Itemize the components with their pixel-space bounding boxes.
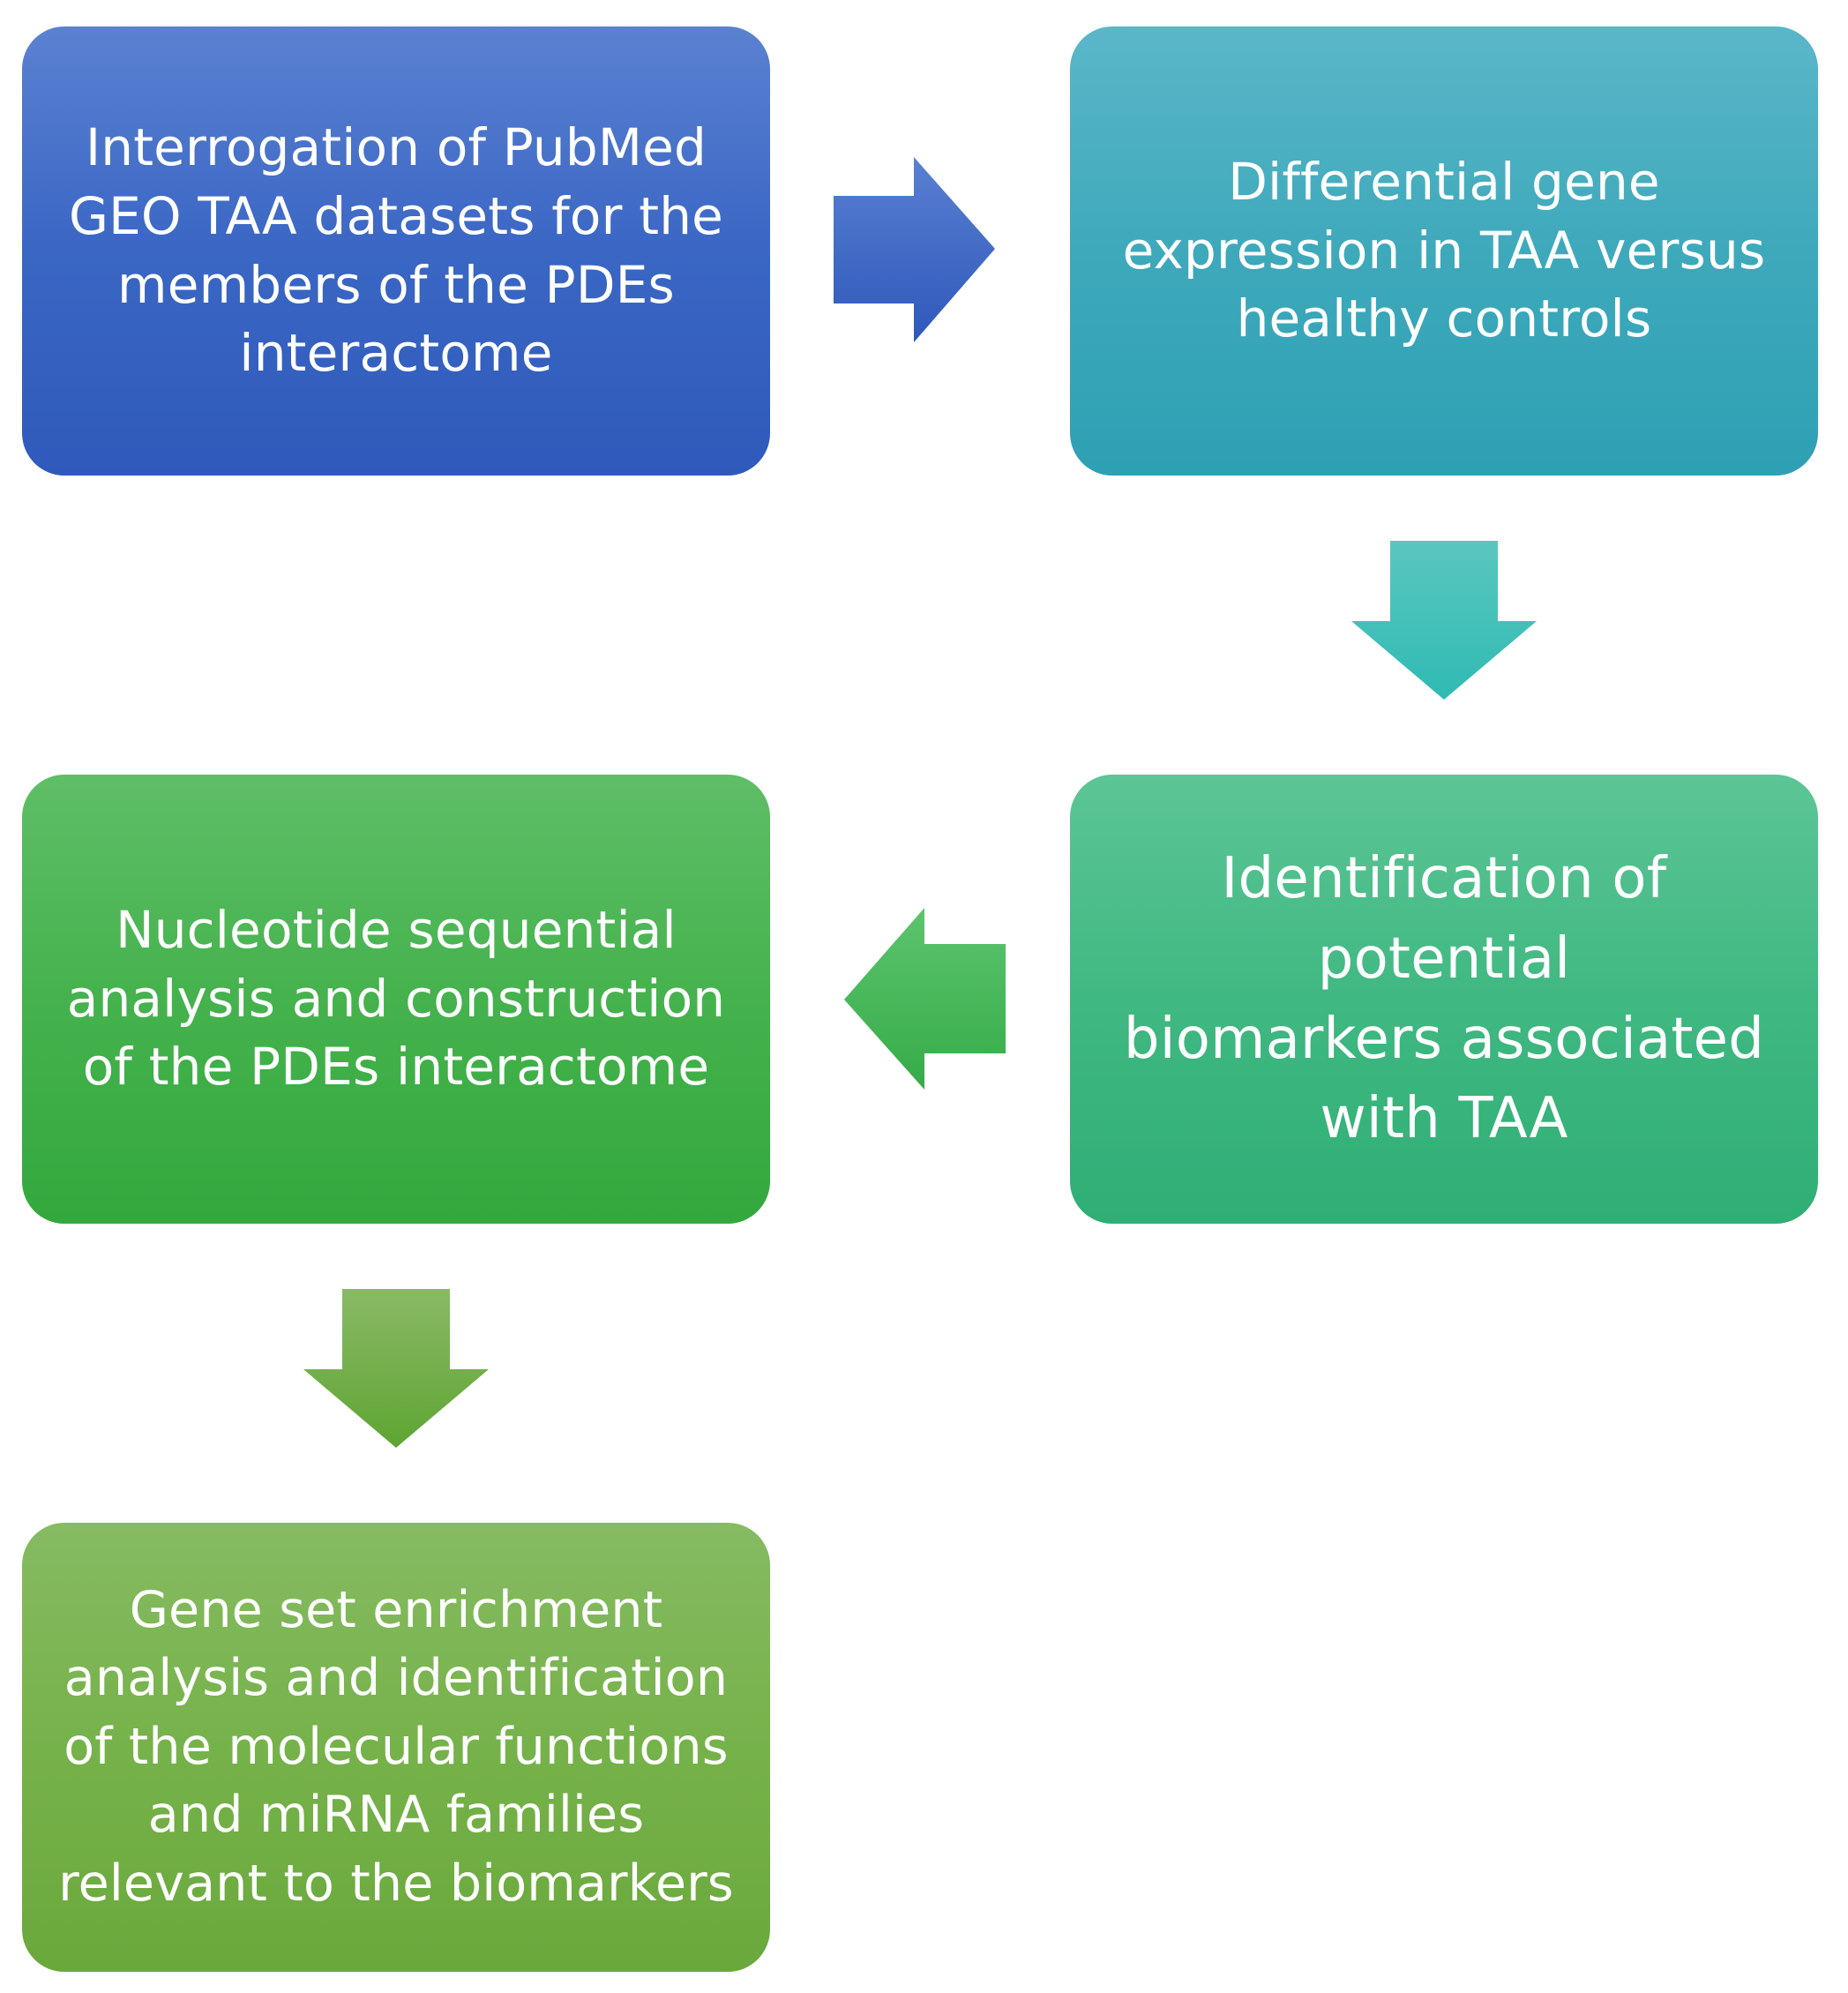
arrow-down-icon [1351, 541, 1537, 700]
step-1-box: Interrogation of PubMed GEO TAA datasets… [22, 26, 770, 476]
arrow-right-icon [834, 157, 995, 342]
step-2-box: Differential gene expression in TAA vers… [1070, 26, 1818, 476]
step-5-box: Gene set enrichment analysis and identif… [22, 1523, 770, 1972]
step-2-label: Differential gene expression in TAA vers… [1122, 151, 1766, 349]
step-3-label: Identification of potential biomarkers a… [1123, 845, 1765, 1152]
arrow-left-icon [844, 908, 1006, 1090]
step-4-box: Nucleotide sequential analysis and const… [22, 775, 770, 1224]
arrow-down-icon [303, 1289, 489, 1448]
step-4-label: Nucleotide sequential analysis and const… [66, 899, 726, 1098]
step-5-label: Gene set enrichment analysis and identif… [58, 1580, 734, 1913]
step-1-label: Interrogation of PubMed GEO TAA datasets… [68, 117, 724, 384]
step-3-box: Identification of potential biomarkers a… [1070, 775, 1818, 1224]
